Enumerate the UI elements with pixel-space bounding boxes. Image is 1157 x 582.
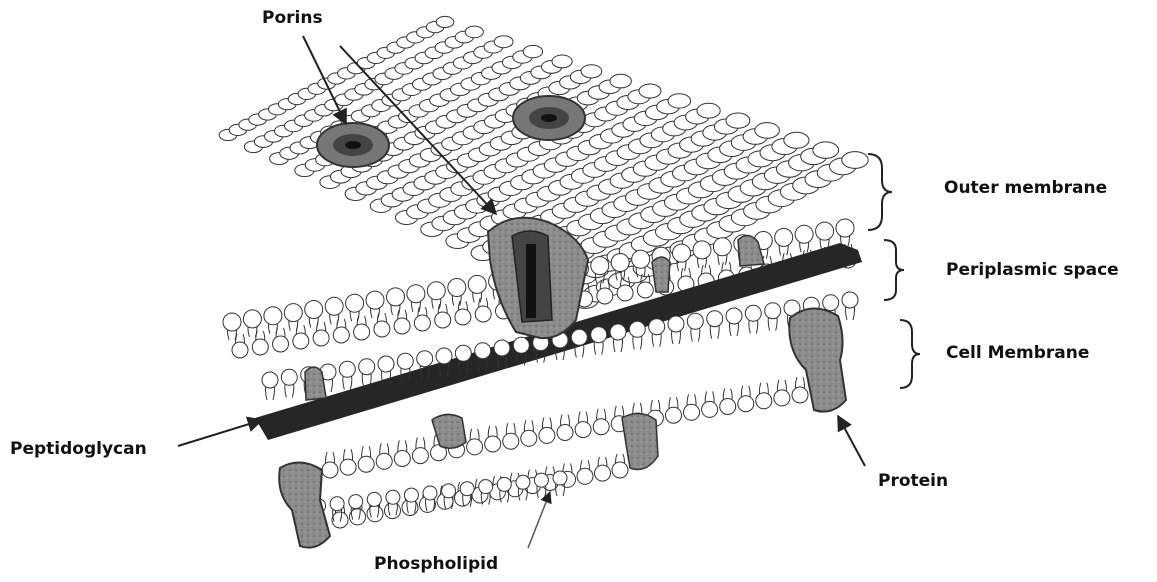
outer-membrane-brace xyxy=(868,154,892,230)
phospholipid-label: Phospholipid xyxy=(374,556,498,573)
membrane-protein xyxy=(622,413,658,469)
protein-arrow xyxy=(838,416,865,466)
cell-membrane-label: Cell Membrane xyxy=(946,345,1089,362)
porin-2 xyxy=(513,96,585,140)
cell-membrane-brace xyxy=(900,320,920,388)
membrane-protein-small xyxy=(652,257,670,292)
periplasmic-space-brace xyxy=(884,240,904,300)
phospholipid-arrow xyxy=(528,492,550,548)
membrane-protein xyxy=(432,414,466,448)
protein-label: Protein xyxy=(878,473,948,490)
peptidoglycan-arrow xyxy=(178,420,262,446)
membrane-protein xyxy=(279,462,330,547)
outer-membrane-label: Outer membrane xyxy=(944,180,1107,197)
porins-label: Porins xyxy=(262,10,323,27)
periplasmic-space-label: Periplasmic space xyxy=(946,262,1119,279)
porin-1 xyxy=(317,123,389,167)
peptidoglycan-label: Peptidoglycan xyxy=(10,441,147,458)
